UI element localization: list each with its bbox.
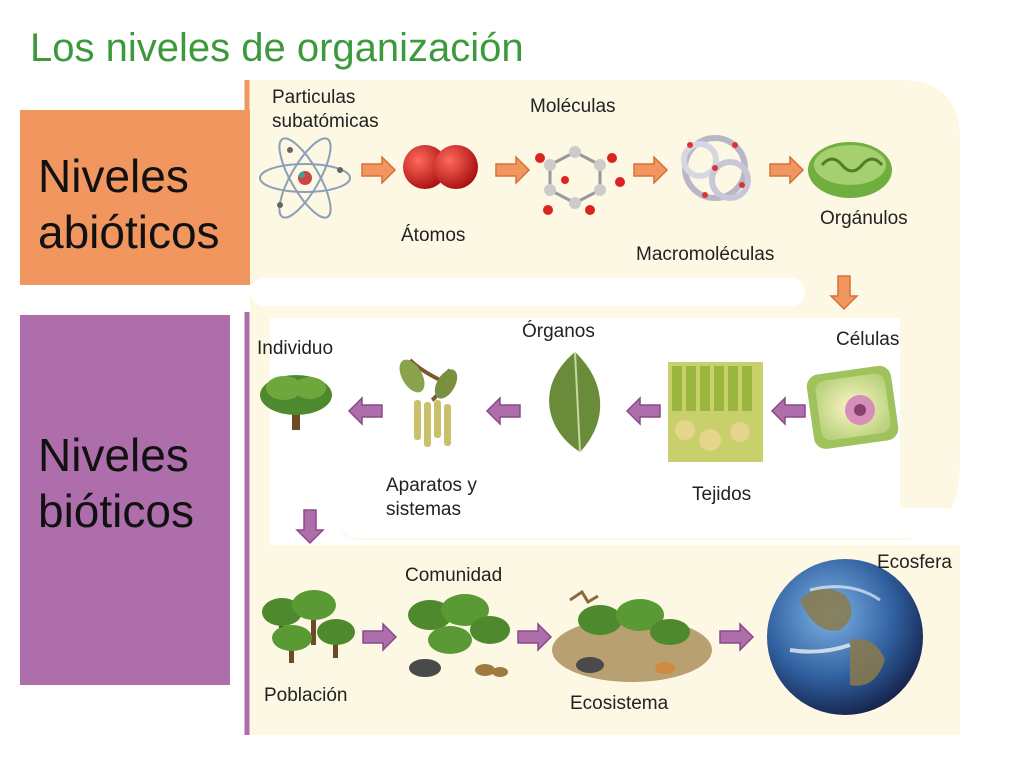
label-community: Comunidad bbox=[405, 565, 503, 586]
individual-tree-icon bbox=[260, 375, 332, 430]
arrow-left-icon bbox=[770, 396, 806, 426]
arrow-right-icon bbox=[362, 622, 398, 652]
label-subatomic-particles: Particulas subatómicas bbox=[272, 86, 379, 134]
flow-band-left bbox=[250, 80, 270, 735]
band-notch-bottom bbox=[340, 508, 960, 538]
arrow-left-icon bbox=[347, 396, 383, 426]
abiotic-label-line2: abióticos bbox=[38, 206, 220, 258]
label-organs: Órganos bbox=[522, 321, 595, 342]
label-organ-systems-line1: Aparatos y bbox=[386, 475, 477, 496]
arrow-right-icon bbox=[769, 155, 805, 185]
community-icon bbox=[408, 594, 510, 677]
label-organ-systems: Aparatos y sistemas bbox=[386, 474, 477, 522]
arrow-right-icon bbox=[495, 155, 531, 185]
abiotic-arrows bbox=[361, 155, 859, 311]
label-atoms: Átomos bbox=[401, 225, 466, 246]
cells-icon bbox=[806, 365, 899, 449]
band-notch-top bbox=[250, 278, 805, 306]
arrow-left-icon bbox=[625, 396, 661, 426]
tissues-icon bbox=[668, 362, 763, 462]
label-ecosystem: Ecosistema bbox=[570, 693, 669, 714]
organelles-icon bbox=[808, 142, 892, 198]
organs-leaf-icon bbox=[549, 351, 601, 453]
label-cells: Células bbox=[836, 329, 900, 350]
label-macromolecules: Macromoléculas bbox=[636, 244, 775, 265]
atoms-icon bbox=[403, 145, 478, 189]
label-molecules: Moléculas bbox=[530, 96, 616, 117]
ecosystem-icon bbox=[552, 589, 712, 682]
subatomic-particles-icon bbox=[259, 137, 351, 219]
abiotic-levels-box: Niveles abióticos bbox=[20, 110, 250, 285]
molecules-icon bbox=[535, 146, 625, 215]
biotic-label-line2: bióticos bbox=[38, 485, 194, 537]
arrow-right-icon bbox=[633, 155, 669, 185]
biotic-arrows bbox=[295, 396, 806, 652]
label-subatomic-line1: Particulas bbox=[272, 87, 356, 108]
population-trees-icon bbox=[262, 590, 355, 663]
arrow-down-icon bbox=[295, 509, 325, 545]
biotic-levels-box: Niveles bióticos bbox=[20, 315, 230, 685]
arrow-right-icon bbox=[719, 622, 755, 652]
biotic-label-line1: Niveles bbox=[38, 429, 189, 481]
organ-systems-icon bbox=[399, 358, 458, 447]
abiotic-label-line1: Niveles bbox=[38, 150, 189, 202]
arrow-right-icon bbox=[517, 622, 553, 652]
label-organ-systems-line2: sistemas bbox=[386, 499, 461, 520]
label-individual: Individuo bbox=[257, 338, 334, 359]
label-subatomic-line2: subatómicas bbox=[272, 111, 379, 132]
macromolecules-icon bbox=[681, 135, 751, 201]
page-title: Los niveles de organización bbox=[30, 26, 524, 70]
label-ecosphere: Ecosfera bbox=[877, 552, 952, 573]
label-population: Población bbox=[264, 685, 348, 706]
arrow-down-icon bbox=[829, 275, 859, 311]
label-tissues: Tejidos bbox=[692, 484, 752, 505]
arrow-left-icon bbox=[485, 396, 521, 426]
arrow-right-icon bbox=[361, 155, 397, 185]
earth-ecosphere-icon bbox=[767, 559, 923, 715]
label-organelles: Orgánulos bbox=[820, 208, 908, 229]
